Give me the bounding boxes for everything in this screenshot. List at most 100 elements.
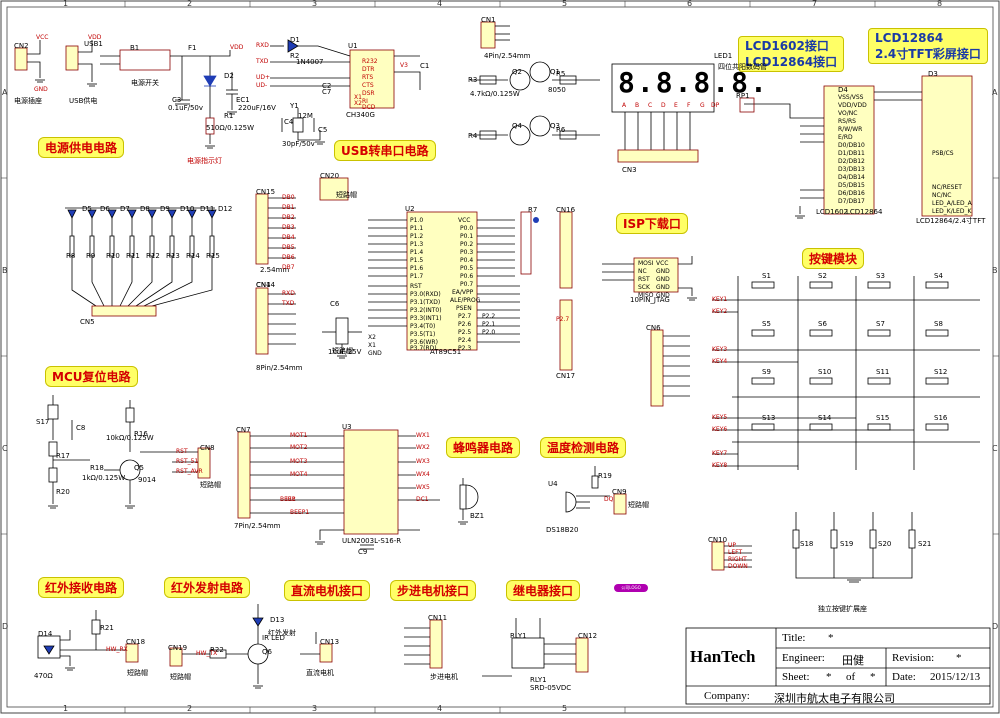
zone-temperature: 温度检测电路: [540, 437, 627, 458]
ref-c2: C2: [322, 82, 332, 90]
value-9: 9014: [138, 476, 156, 484]
part-driver-ref: U3: [342, 423, 352, 431]
net-motor-4: WX1: [416, 432, 430, 439]
label-dc-motor: 直流电机: [306, 669, 334, 677]
ref-d5: D5: [82, 205, 92, 213]
value-3: 4.7kΩ/0.125W: [470, 90, 520, 98]
net-mcu_left-19: GND: [368, 350, 382, 357]
label-jumper-1: 短路帽: [336, 191, 357, 199]
net-lcd-6: D0/DB10: [838, 142, 865, 149]
ref-c5: C5: [318, 126, 328, 134]
net-mcu_left-16: P3.7(RD): [410, 345, 437, 352]
grid-row-d-right: D: [992, 622, 999, 631]
part-tft: LCD12864/2.4寸TFT: [916, 217, 986, 225]
ref-c8: C8: [76, 424, 86, 432]
ref-s19: S19: [840, 540, 854, 548]
ref-c1: C1: [420, 62, 430, 70]
engineer-value: 田健: [842, 655, 864, 667]
net-motor-21: RXD: [282, 290, 295, 297]
net-lcd-14: PSB/CS: [932, 150, 954, 157]
ref-d11: D11: [200, 205, 215, 213]
net-seg-5: F: [687, 102, 691, 109]
net-mcu_right-8: P0.7: [460, 281, 474, 288]
ref-q6: Q6: [262, 648, 272, 656]
zone-power-supply: 电源供电电路: [38, 137, 125, 158]
net-usb-0: RXD: [256, 42, 269, 49]
ref-cn2: CN2: [14, 42, 29, 50]
net-motor-14: HW_TX: [196, 650, 218, 657]
net-mcu_left-14: P3.5(T1): [410, 331, 436, 338]
net-lcd-0: VSS/VSS: [838, 94, 864, 101]
net-mcu_right-18: P2.1: [482, 321, 496, 328]
label-usb-power: USB供电: [69, 97, 98, 105]
net-usb-8: DSR: [362, 90, 375, 97]
net-mcu_left-8: RST: [410, 283, 422, 290]
ref-cn10: CN10: [708, 536, 728, 544]
net-usb-6: RTS: [362, 74, 374, 81]
ref-r14: R14: [186, 252, 200, 260]
ref-r10: R10: [106, 252, 120, 260]
net-isp-3: SCK: [638, 284, 650, 291]
label-stepper-motor: 步进电机: [430, 673, 458, 681]
net-mcu_right-7: P0.6: [460, 273, 474, 280]
net-mcu_left-4: P1.4: [410, 249, 424, 256]
net-data-3: DB3: [282, 224, 295, 231]
net-keys-5: KEY6: [712, 426, 728, 433]
net-lcd-3: RS/RS: [838, 118, 856, 125]
value-4: 10kΩ/0.125W: [106, 434, 154, 442]
net-usb-3: UD-: [256, 82, 268, 89]
grid-col-7: 7: [812, 0, 818, 8]
net-keys-1: KEY2: [712, 308, 728, 315]
zone-ir-transmit: 红外发射电路: [164, 577, 251, 598]
ref-cn14: CN14: [256, 281, 276, 289]
net-mcu_left-5: P1.5: [410, 257, 424, 264]
net-motor-15: BEEP: [280, 496, 296, 503]
ref-d4: D4: [838, 86, 848, 94]
net-data-7: DB7: [282, 264, 295, 271]
ref-cn6: CN6: [646, 324, 661, 332]
zone-isp-download: ISP下载口: [616, 213, 688, 234]
part-temp-sensor: DS18B20: [546, 526, 579, 534]
ref-rp1: RP1: [736, 92, 750, 100]
net-mcu_left-1: P1.1: [410, 225, 424, 232]
zone-usb-serial: USB转串口电路: [334, 140, 436, 161]
net-usb-12: X1: [354, 94, 362, 101]
net-lcd-13: D7/DB17: [838, 198, 865, 205]
net-usb-10: DCD: [362, 104, 376, 111]
zone-lcd12864: LCD12864: [875, 31, 944, 45]
ref-r17: R17: [56, 452, 70, 460]
ref-r20: R20: [56, 488, 70, 496]
ref-cn19: CN19: [168, 644, 188, 652]
zone-buzzer: 蜂鸣器电路: [446, 437, 521, 458]
net-isp-0: MOSI: [638, 260, 654, 267]
net-isp-4: MISO: [638, 292, 654, 299]
net-usb-11: R232: [362, 58, 378, 65]
net-motor-11: IR1: [286, 496, 296, 503]
net-usb-9: RI: [362, 98, 368, 105]
grid-col-1: 1: [63, 0, 69, 8]
net-usb-13: X2: [354, 100, 362, 107]
grid-row-b-right: B: [992, 266, 998, 275]
net-isp-2: RST: [638, 276, 650, 283]
net-data-5: DB5: [282, 244, 295, 251]
net-lcd-2: VO/NC: [838, 110, 858, 117]
ref-r2: R2: [290, 52, 300, 60]
grid-row-a: A: [2, 88, 8, 97]
ref-r6: R6: [556, 126, 566, 134]
ref-s2: S2: [818, 272, 827, 280]
grid-row-d: D: [2, 622, 9, 631]
net-mcu_right-17: P2.2: [482, 313, 496, 320]
zone-dc-motor: 直流电机接口: [284, 580, 371, 601]
ref-s3: S3: [876, 272, 885, 280]
ref-d1: D1: [290, 36, 300, 44]
net-lcd-8: D2/DB12: [838, 158, 865, 165]
ref-q5: Q5: [134, 464, 144, 472]
net-lcd-5: E/RD: [838, 134, 853, 141]
net-power-3: VDD: [230, 44, 244, 51]
ref-r3: R3: [468, 76, 478, 84]
revision-value: *: [956, 652, 962, 664]
net-lcd-16: NC/NC: [932, 192, 952, 199]
net-motor-5: WX2: [416, 444, 430, 451]
value-10: 2.54mm: [260, 266, 290, 274]
